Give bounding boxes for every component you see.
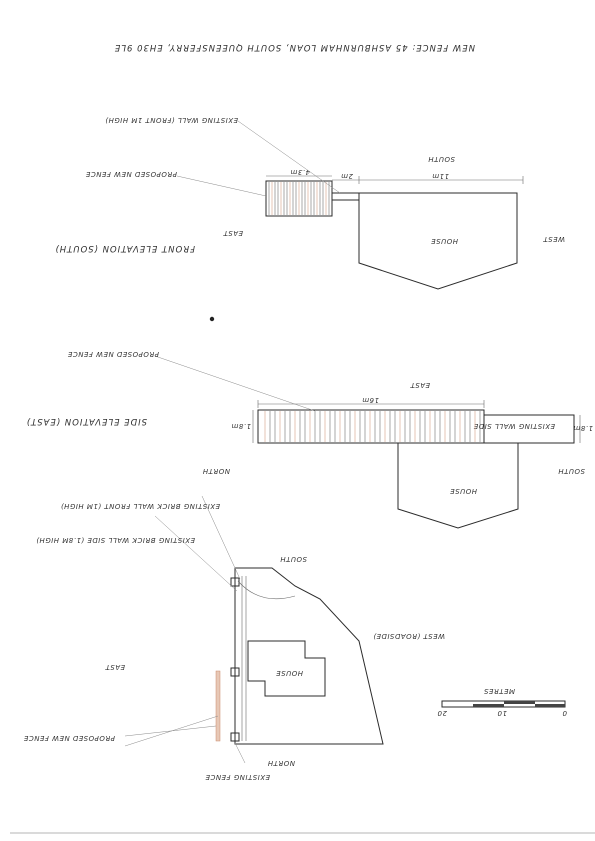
front-proposed-label: PROPOSED NEW FENCE	[85, 170, 177, 178]
scale-label-20: 20	[437, 709, 447, 717]
plot-boundary	[234, 567, 384, 745]
side-dim-wall-height: 1.8m	[573, 424, 593, 432]
scale-label-10: 10	[497, 709, 507, 717]
site-proposed-fence-segment	[215, 670, 221, 742]
site-fence-post-c	[230, 732, 240, 742]
side-dim-fence-height: 1.8m	[231, 422, 251, 430]
front-south-label: SOUTH	[428, 155, 455, 163]
front-existing-wall	[331, 192, 360, 201]
side-dim-length: 16m	[362, 396, 379, 404]
site-existing-side-label: EXISTING BRICK WALL SIDE (1.8M HIGH)	[36, 536, 195, 544]
side-house-label: HOUSE	[450, 487, 477, 495]
side-north-label: NORTH	[202, 467, 230, 475]
site-existing-fence-label: EXISTING FENCE	[205, 773, 270, 781]
front-elevation-label: FRONT ELEVATION (SOUTH)	[54, 243, 195, 253]
site-proposed-label: PROPOSED NEW FENCE	[23, 734, 115, 742]
side-proposed-fence	[257, 409, 485, 444]
front-west-label: WEST	[543, 235, 565, 243]
site-plan: HOUSE SOUTH NORTH EAST WEST (ROADSIDE) E…	[23, 495, 445, 781]
side-elevation-label: SIDE ELEVATION (EAST)	[26, 416, 147, 426]
front-house-label: HOUSE	[431, 237, 458, 245]
side-existing-label: EXISTING WALL SIDE	[473, 422, 555, 430]
site-fence-post-a	[230, 667, 240, 677]
front-dim-house: 11m	[432, 172, 449, 180]
side-house-outline	[397, 442, 519, 529]
site-house-label: HOUSE	[276, 669, 303, 677]
site-south-label: SOUTH	[280, 555, 307, 563]
front-east-label: EAST	[223, 229, 243, 237]
site-west-label: WEST (ROADSIDE)	[373, 632, 445, 640]
front-dim-gap: 2m	[341, 172, 353, 180]
site-existing-front-label: EXISTING BRICK WALL FRONT (1M HIGH)	[60, 502, 220, 510]
side-south-label: SOUTH	[558, 467, 585, 475]
ink-dot	[209, 316, 215, 322]
site-east-label: EAST	[105, 663, 125, 671]
front-proposed-fence	[265, 180, 333, 217]
front-house-outline	[358, 192, 518, 290]
front-fence-hatching	[268, 182, 330, 215]
side-east-label: EAST	[410, 381, 430, 389]
scale-title: METRES	[483, 687, 515, 695]
front-elevation: HOUSE 11m 2m 4.3m SOUTH WEST EAST	[54, 116, 565, 290]
site-house-outline	[247, 640, 326, 697]
front-dim-fence: 4.3m	[290, 168, 310, 176]
site-north-label: NORTH	[267, 759, 295, 767]
side-elevation: HOUSE EXISTING WALL SIDE	[26, 316, 593, 529]
scale-label-0: 0	[562, 709, 567, 717]
side-proposed-label: PROPOSED NEW FENCE	[67, 350, 159, 358]
side-fence-hatching	[264, 411, 481, 442]
scale-bar: METRES 0 10 20	[437, 687, 567, 717]
drawing-title: NEW FENCE: 45 ASHBURNHAM LOAN, SOUTH QUE…	[114, 42, 475, 52]
front-existing-label: EXISTING WALL (FRONT 1M HIGH)	[105, 116, 238, 124]
